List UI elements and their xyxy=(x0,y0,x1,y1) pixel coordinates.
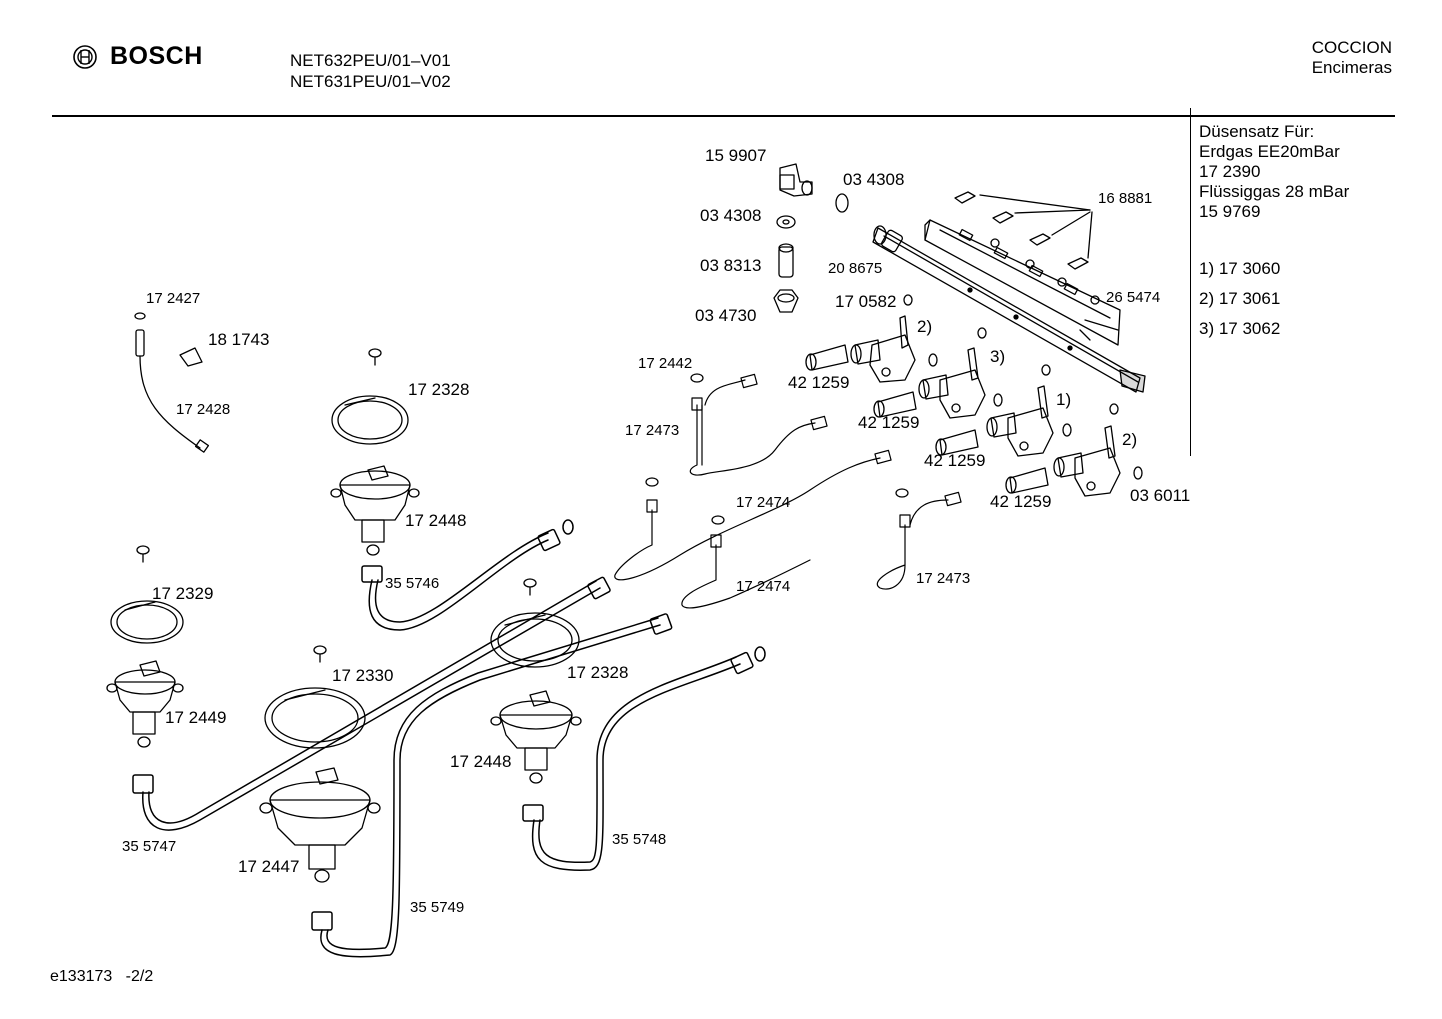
footer: e133173 -2/2 xyxy=(50,968,153,986)
screw xyxy=(136,545,150,563)
nut xyxy=(773,289,799,313)
gas-valve xyxy=(805,294,916,383)
part-label: 03 8313 xyxy=(700,256,762,275)
part-label: 42 1259 xyxy=(788,373,850,392)
side-divider xyxy=(1190,108,1191,456)
variant-marker: 2) xyxy=(917,317,933,336)
burner-cup xyxy=(106,660,184,748)
part-label: 03 6011 xyxy=(1130,486,1191,505)
part-label: 17 2330 xyxy=(332,666,394,685)
part-label: 17 2474 xyxy=(736,578,791,595)
variant-note: 3) 17 3062 xyxy=(1199,319,1281,338)
burner-gasket xyxy=(490,612,580,668)
part-label: 26 5474 xyxy=(1106,289,1161,306)
gas-manifold-rail xyxy=(872,225,1146,393)
part-label: 35 5748 xyxy=(612,831,667,848)
burner-gasket xyxy=(331,395,409,445)
elbow-fitting xyxy=(779,163,813,197)
clip-set xyxy=(954,191,1093,270)
part-label: 17 2328 xyxy=(408,380,470,399)
part-label: 17 2473 xyxy=(625,422,680,439)
part-label: 17 2448 xyxy=(450,752,512,771)
nozzle-set-info: Düsensatz Für: Erdgas EE20mBar 17 2390 F… xyxy=(1199,122,1349,222)
part-label: 35 5747 xyxy=(122,838,177,855)
variant-marker: 2) xyxy=(1122,430,1138,449)
brand: BOSCH xyxy=(72,42,203,71)
part-label: 17 2448 xyxy=(405,511,467,530)
part-label: 42 1259 xyxy=(990,492,1052,511)
document-id: e133173 xyxy=(50,968,113,985)
category: COCCION xyxy=(1311,38,1392,57)
burner-cup xyxy=(490,690,582,784)
screw xyxy=(523,578,537,596)
part-label: 17 0582 xyxy=(835,292,897,311)
variant-note: 1) 17 3060 xyxy=(1199,259,1281,278)
variant-note: 2) 17 3061 xyxy=(1199,289,1281,308)
washer xyxy=(835,193,849,213)
nozzle-set-line: 15 9769 xyxy=(1199,202,1261,221)
part-label: 03 4308 xyxy=(700,206,762,225)
part-label: 35 5746 xyxy=(385,575,440,592)
nozzle-set-line: Erdgas EE20mBar xyxy=(1199,142,1340,161)
nozzle-set-line: Flüssiggas 28 mBar xyxy=(1199,182,1350,201)
part-label: 17 2428 xyxy=(176,401,231,418)
page-number: -2/2 xyxy=(125,968,154,985)
spark-clip xyxy=(179,347,203,367)
model-number: NET632PEU/01–V01 xyxy=(290,51,451,70)
gas-valve xyxy=(1005,403,1121,497)
screw xyxy=(368,348,382,366)
part-label: 42 1259 xyxy=(924,451,986,470)
part-label: 17 2329 xyxy=(152,584,214,603)
part-label: 03 4308 xyxy=(843,170,905,189)
thermocouple xyxy=(614,449,892,581)
bosch-logo-icon xyxy=(73,44,97,69)
variant-marker: 1) xyxy=(1056,390,1072,409)
gas-supply-tube xyxy=(361,519,574,631)
screw xyxy=(313,645,327,663)
nozzle-fitting xyxy=(778,243,794,278)
control-bracket xyxy=(924,219,1121,346)
part-label: 20 8675 xyxy=(828,260,883,277)
burner-cup xyxy=(259,767,381,883)
part-label: 42 1259 xyxy=(858,413,920,432)
nozzle-set-title: Düsensatz Für: xyxy=(1199,122,1315,141)
brand-name: BOSCH xyxy=(110,42,203,70)
model-number: NET631PEU/01–V02 xyxy=(290,72,451,91)
part-label: 17 2427 xyxy=(146,290,201,307)
gas-supply-tube xyxy=(132,576,611,831)
part-label: 03 4730 xyxy=(695,306,757,325)
part-label: 15 9907 xyxy=(705,146,767,165)
part-label: 16 8881 xyxy=(1098,190,1153,207)
variant-marker: 3) xyxy=(990,347,1006,366)
burner-gasket xyxy=(264,687,366,749)
category-block: COCCION Encimeras xyxy=(1312,38,1392,78)
gas-supply-tube xyxy=(311,613,673,958)
burner-cup xyxy=(330,465,420,556)
gas-supply-tube xyxy=(522,646,766,871)
part-label: 17 2328 xyxy=(567,663,629,682)
part-label: 35 5749 xyxy=(410,899,465,916)
part-label: 17 2449 xyxy=(165,708,227,727)
gas-valve xyxy=(935,364,1054,457)
part-label: 17 2447 xyxy=(238,857,300,876)
burner-gasket xyxy=(110,600,184,644)
subcategory: Encimeras xyxy=(1311,58,1392,77)
part-label: 18 1743 xyxy=(208,330,270,349)
nozzle-set-line: 17 2390 xyxy=(1199,162,1261,181)
header-divider xyxy=(52,115,1395,117)
part-label: 17 2473 xyxy=(916,570,971,587)
part-label: 17 2474 xyxy=(736,494,791,511)
ignition-cable xyxy=(134,312,210,453)
washer xyxy=(776,215,796,229)
model-list: NET632PEU/01–V01 NET631PEU/01–V02 xyxy=(290,50,451,92)
thermocouple xyxy=(876,488,962,590)
part-label: 17 2442 xyxy=(638,355,693,372)
gas-valve xyxy=(873,327,987,419)
thermocouple xyxy=(689,373,828,476)
thermocouple xyxy=(681,515,811,609)
